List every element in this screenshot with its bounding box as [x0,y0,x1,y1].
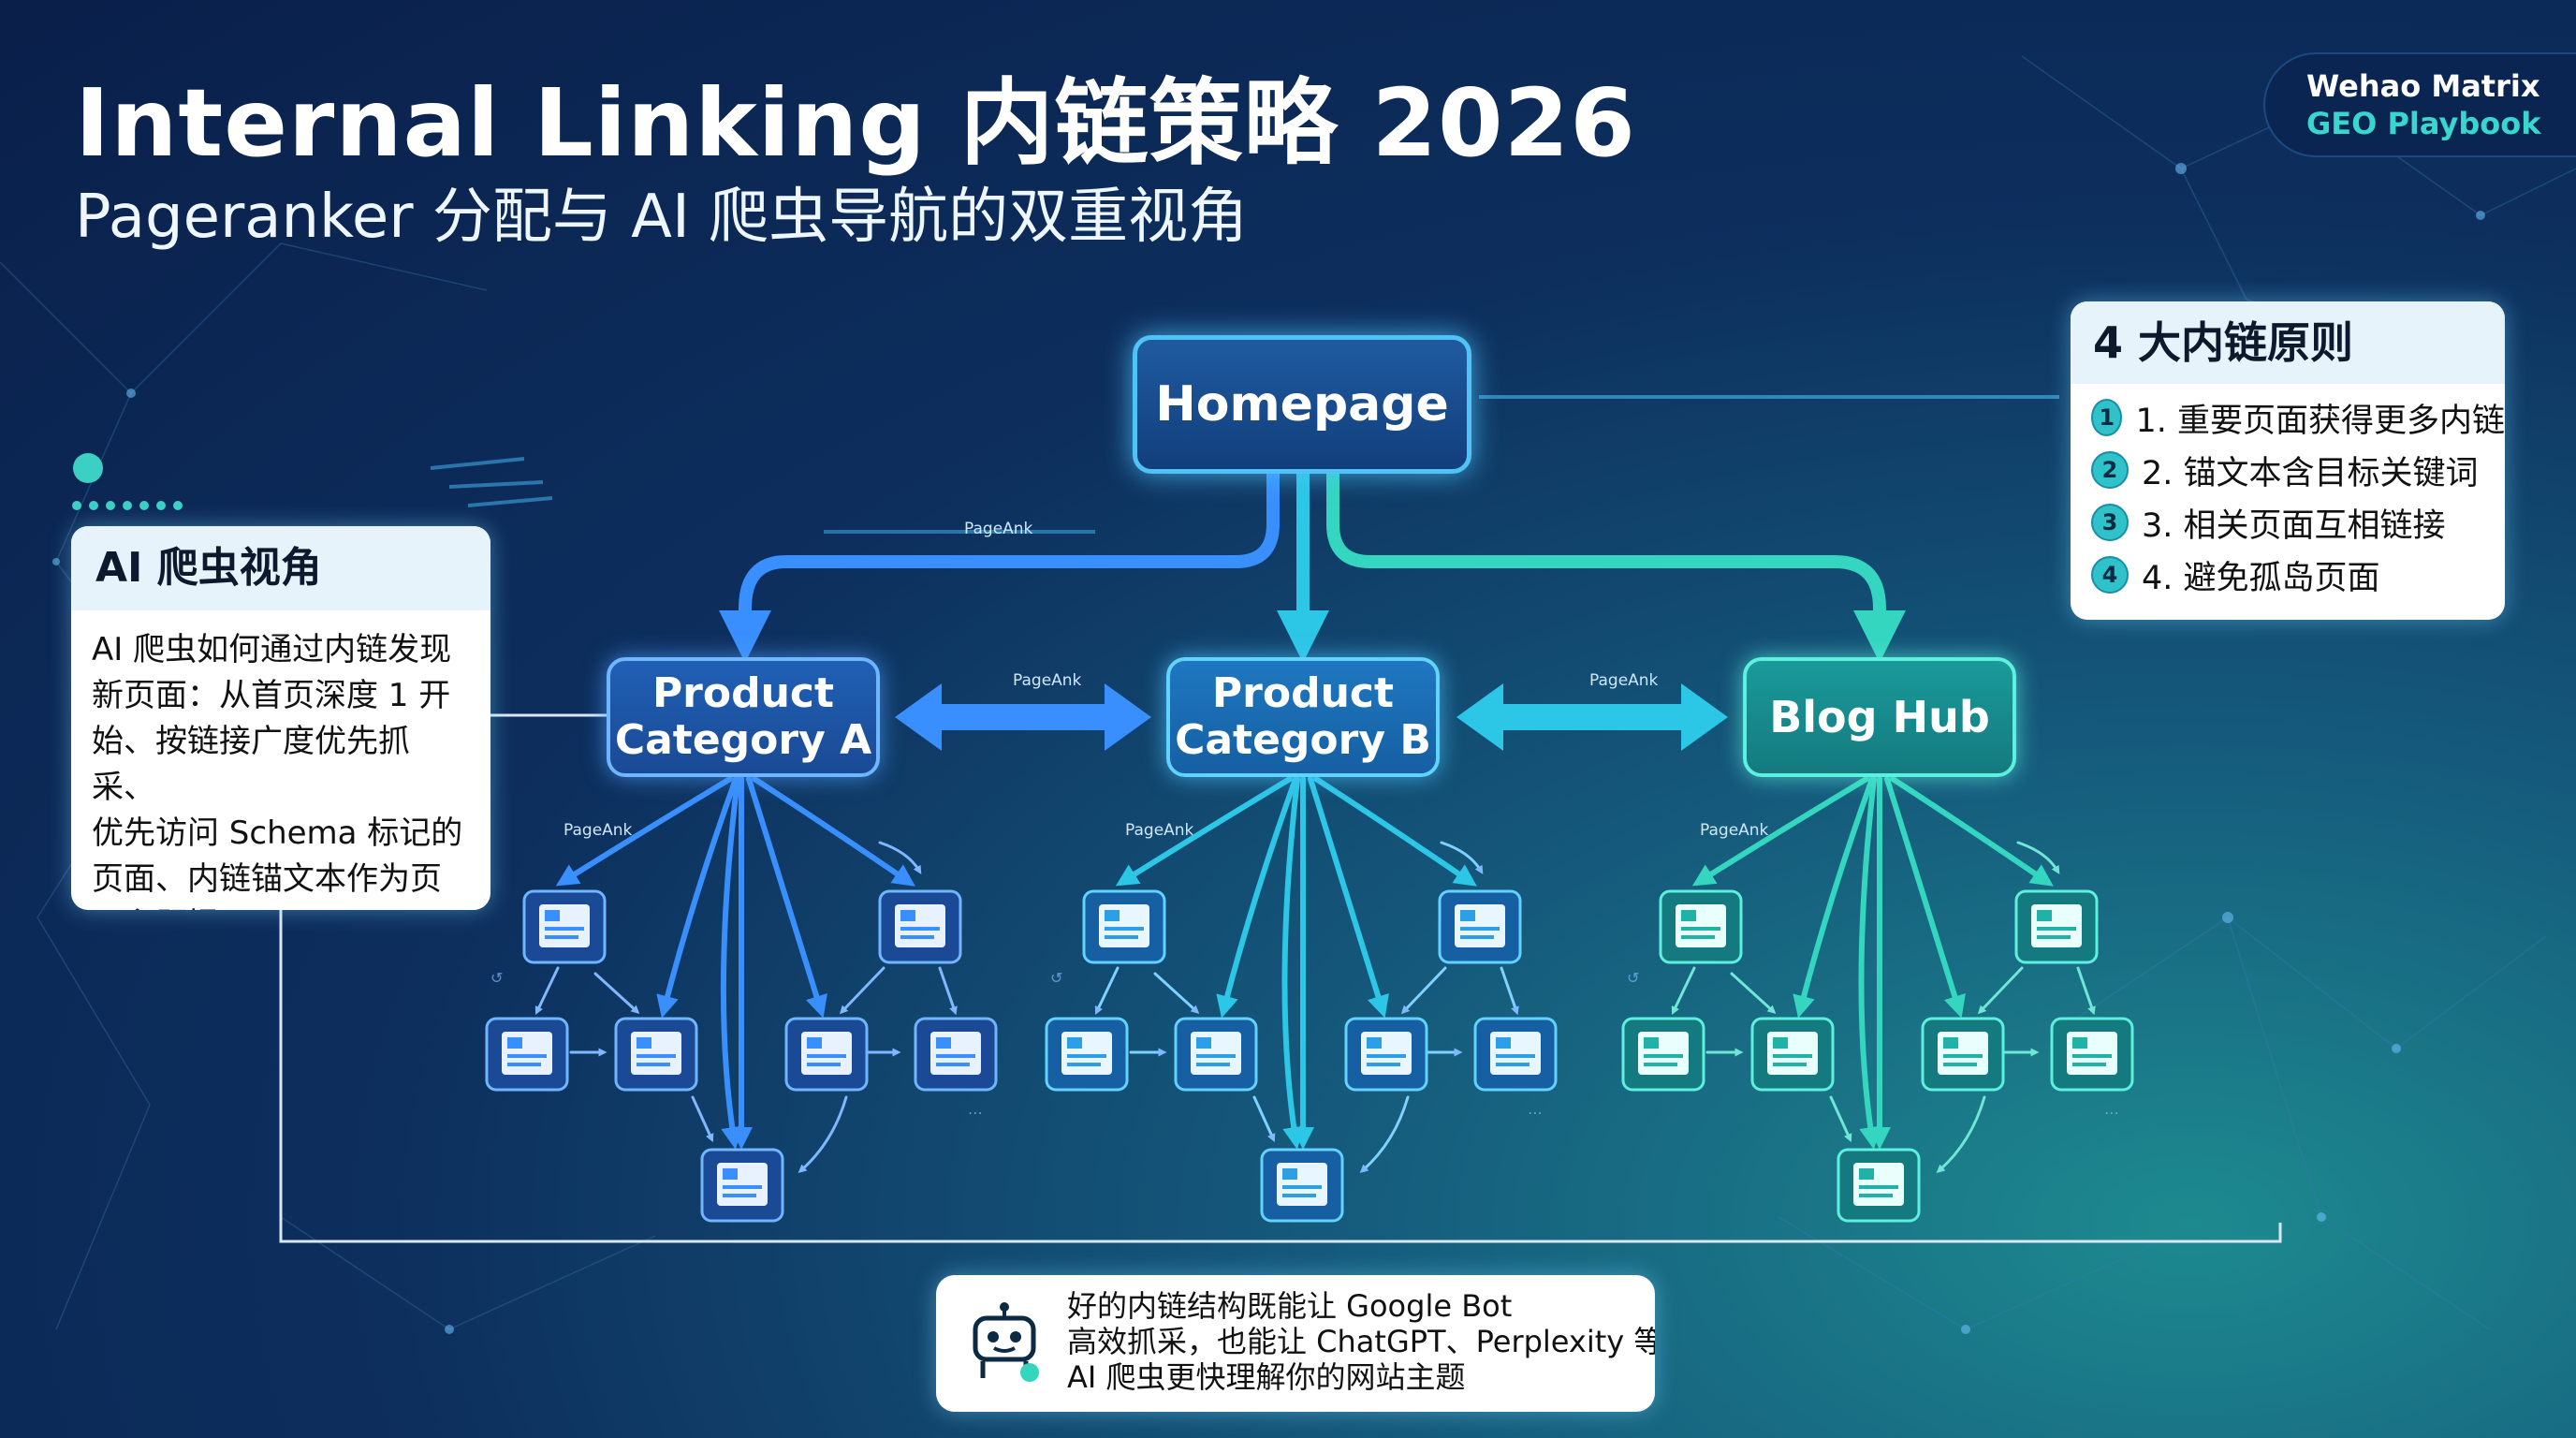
node-label: Category A [614,716,872,764]
pagerank-label: PageAnk [1013,671,1082,690]
page-icon [614,1017,698,1092]
page-icon [1082,889,1166,964]
node-label: Product [651,669,835,717]
page-icon [914,1017,998,1092]
page-title: Internal Linking 内链策略 2026 [75,68,1636,178]
ai-panel-line: 优先访问 Schema 标记的 [92,814,463,852]
page-icon [1921,1017,2005,1092]
linking-rules-panel: 4 大内链原则 1 1. 重要页面获得更多内链 2 2. 锚文本含目标关键词 3… [2071,301,2505,620]
rule-item: 4 4. 避免孤岛页面 [2071,549,2505,601]
page-icon [1174,1017,1258,1092]
ai-crawler-panel: AI 爬虫视角 AI 爬虫如何通过内链发现 新页面：从首页深度 1 开 始、按链… [71,526,490,910]
page-icon [2014,889,2099,964]
brand-badge: Wehao Matrix GEO Playbook [2263,52,2576,157]
robot-icon [973,1302,1039,1382]
ai-panel-line: 新页面：从首页深度 1 开 [92,677,451,714]
brand-tagline: GEO Playbook [2306,106,2541,141]
ai-panel-line: AI 爬虫如何通过内链发现 [92,631,452,668]
pagerank-label: PageAnk [1589,671,1659,690]
rule-number-badge: 4 [2091,556,2129,594]
summary-panel: 好的内链结构既能让 Google Bot 高效抓采，也能让 ChatGPT、Pe… [936,1275,1655,1412]
rule-number-badge: 3 [2091,504,2129,541]
ai-panel-line: 面主题提示。 [92,902,470,910]
summary-line: AI 爬虫更快理解你的网站主题 [1067,1359,1466,1395]
page-icon [1344,1017,1428,1092]
rule-number-badge: 1 [2091,399,2123,436]
rules-panel-title: 4 大内链原则 [2071,301,2505,384]
rule-item: 1 1. 重要页面获得更多内链 [2071,391,2505,444]
page-icon [1750,1017,1835,1092]
svg-text:↺: ↺ [1627,969,1639,987]
rule-text: 1. 重要页面获得更多内链 [2135,402,2505,440]
pagerank-label: PageAnk [1125,821,1194,840]
ai-panel-body: AI 爬虫如何通过内链发现 新页面：从首页深度 1 开 始、按链接广度优先抓采、… [71,610,490,910]
node-label: Category B [1175,716,1431,764]
page-icon [522,889,607,964]
ai-panel-line: 始、按链接广度优先抓采、 [92,723,410,806]
rule-text: 2. 锚文本含目标关键词 [2142,454,2479,492]
page-icon [700,1148,784,1223]
summary-line: 高效抓采，也能让 ChatGPT、Perplexity 等 [1067,1324,1655,1359]
svg-text:⋯: ⋯ [1528,1104,1543,1122]
page-icon [1837,1148,1921,1223]
rule-text: 3. 相关页面互相链接 [2142,506,2446,545]
pagerank-label: PageAnk [1700,821,1769,840]
node-label: Product [1211,669,1395,717]
rule-item: 3 3. 相关页面互相链接 [2071,496,2505,549]
pagerank-label: PageAnk [564,821,633,840]
svg-text:⋯: ⋯ [2104,1104,2119,1122]
svg-text:⋯: ⋯ [968,1104,983,1122]
ai-panel-line: 页面、内链锚文本作为页 [92,860,442,898]
homepage-node: Homepage [1133,335,1471,474]
page-icon [1473,1017,1558,1092]
page-icon [784,1017,869,1092]
rule-text: 4. 避免孤岛页面 [2142,559,2380,597]
summary-text: 好的内链结构既能让 Google Bot 高效抓采，也能让 ChatGPT、Pe… [1067,1288,1655,1395]
page-icon [1260,1148,1344,1223]
ai-panel-title: AI 爬虫视角 [71,526,490,610]
blog-hub-node: Blog Hub [1743,657,2016,777]
brand-name: Wehao Matrix [2306,68,2540,104]
decor-dot [73,453,103,483]
rule-number-badge: 2 [2091,451,2129,489]
page-icon [878,889,962,964]
svg-text:↺: ↺ [490,969,503,987]
page-icon [1621,1017,1705,1092]
page-icon [1045,1017,1129,1092]
pagerank-label: PageAnk [964,520,1033,538]
page-icon [485,1017,569,1092]
page-subtitle: Pageranker 分配与 AI 爬虫导航的双重视角 [75,183,1249,252]
page-icon [2050,1017,2134,1092]
svg-text:↺: ↺ [1050,969,1062,987]
page-icon [1438,889,1522,964]
page-icon [1659,889,1743,964]
rule-item: 2 2. 锚文本含目标关键词 [2071,444,2505,496]
summary-line: 好的内链结构既能让 Google Bot [1067,1288,1513,1324]
